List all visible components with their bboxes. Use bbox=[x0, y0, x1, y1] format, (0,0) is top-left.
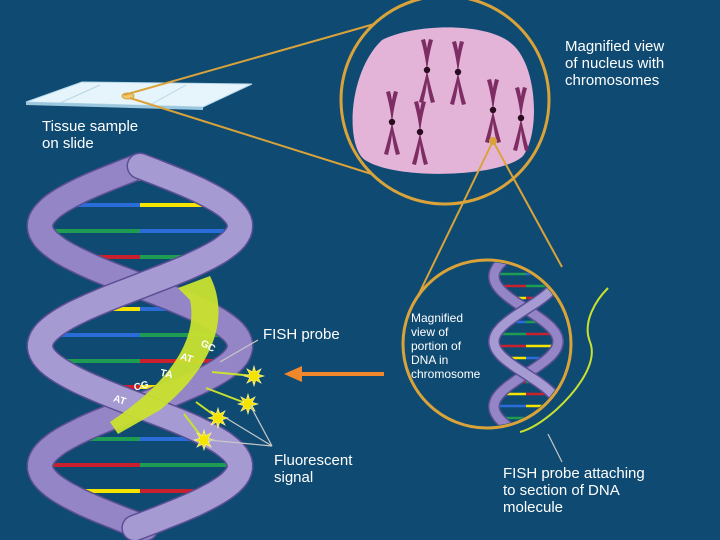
fluorescent-signal-label: Fluorescent signal bbox=[274, 452, 352, 486]
nucleus-magnifier bbox=[341, 0, 549, 204]
direction-arrow bbox=[284, 366, 384, 382]
tissue-slide bbox=[26, 82, 252, 110]
dna-view-label: Magnified view of portion of DNA in chro… bbox=[411, 311, 480, 381]
fish-probe-label: FISH probe bbox=[263, 326, 340, 343]
probe-attaching-label: FISH probe attaching to section of DNA m… bbox=[503, 465, 645, 516]
nucleus-view-label: Magnified view of nucleus with chromosom… bbox=[565, 38, 664, 89]
tissue-sample-label: Tissue sample on slide bbox=[42, 118, 138, 152]
